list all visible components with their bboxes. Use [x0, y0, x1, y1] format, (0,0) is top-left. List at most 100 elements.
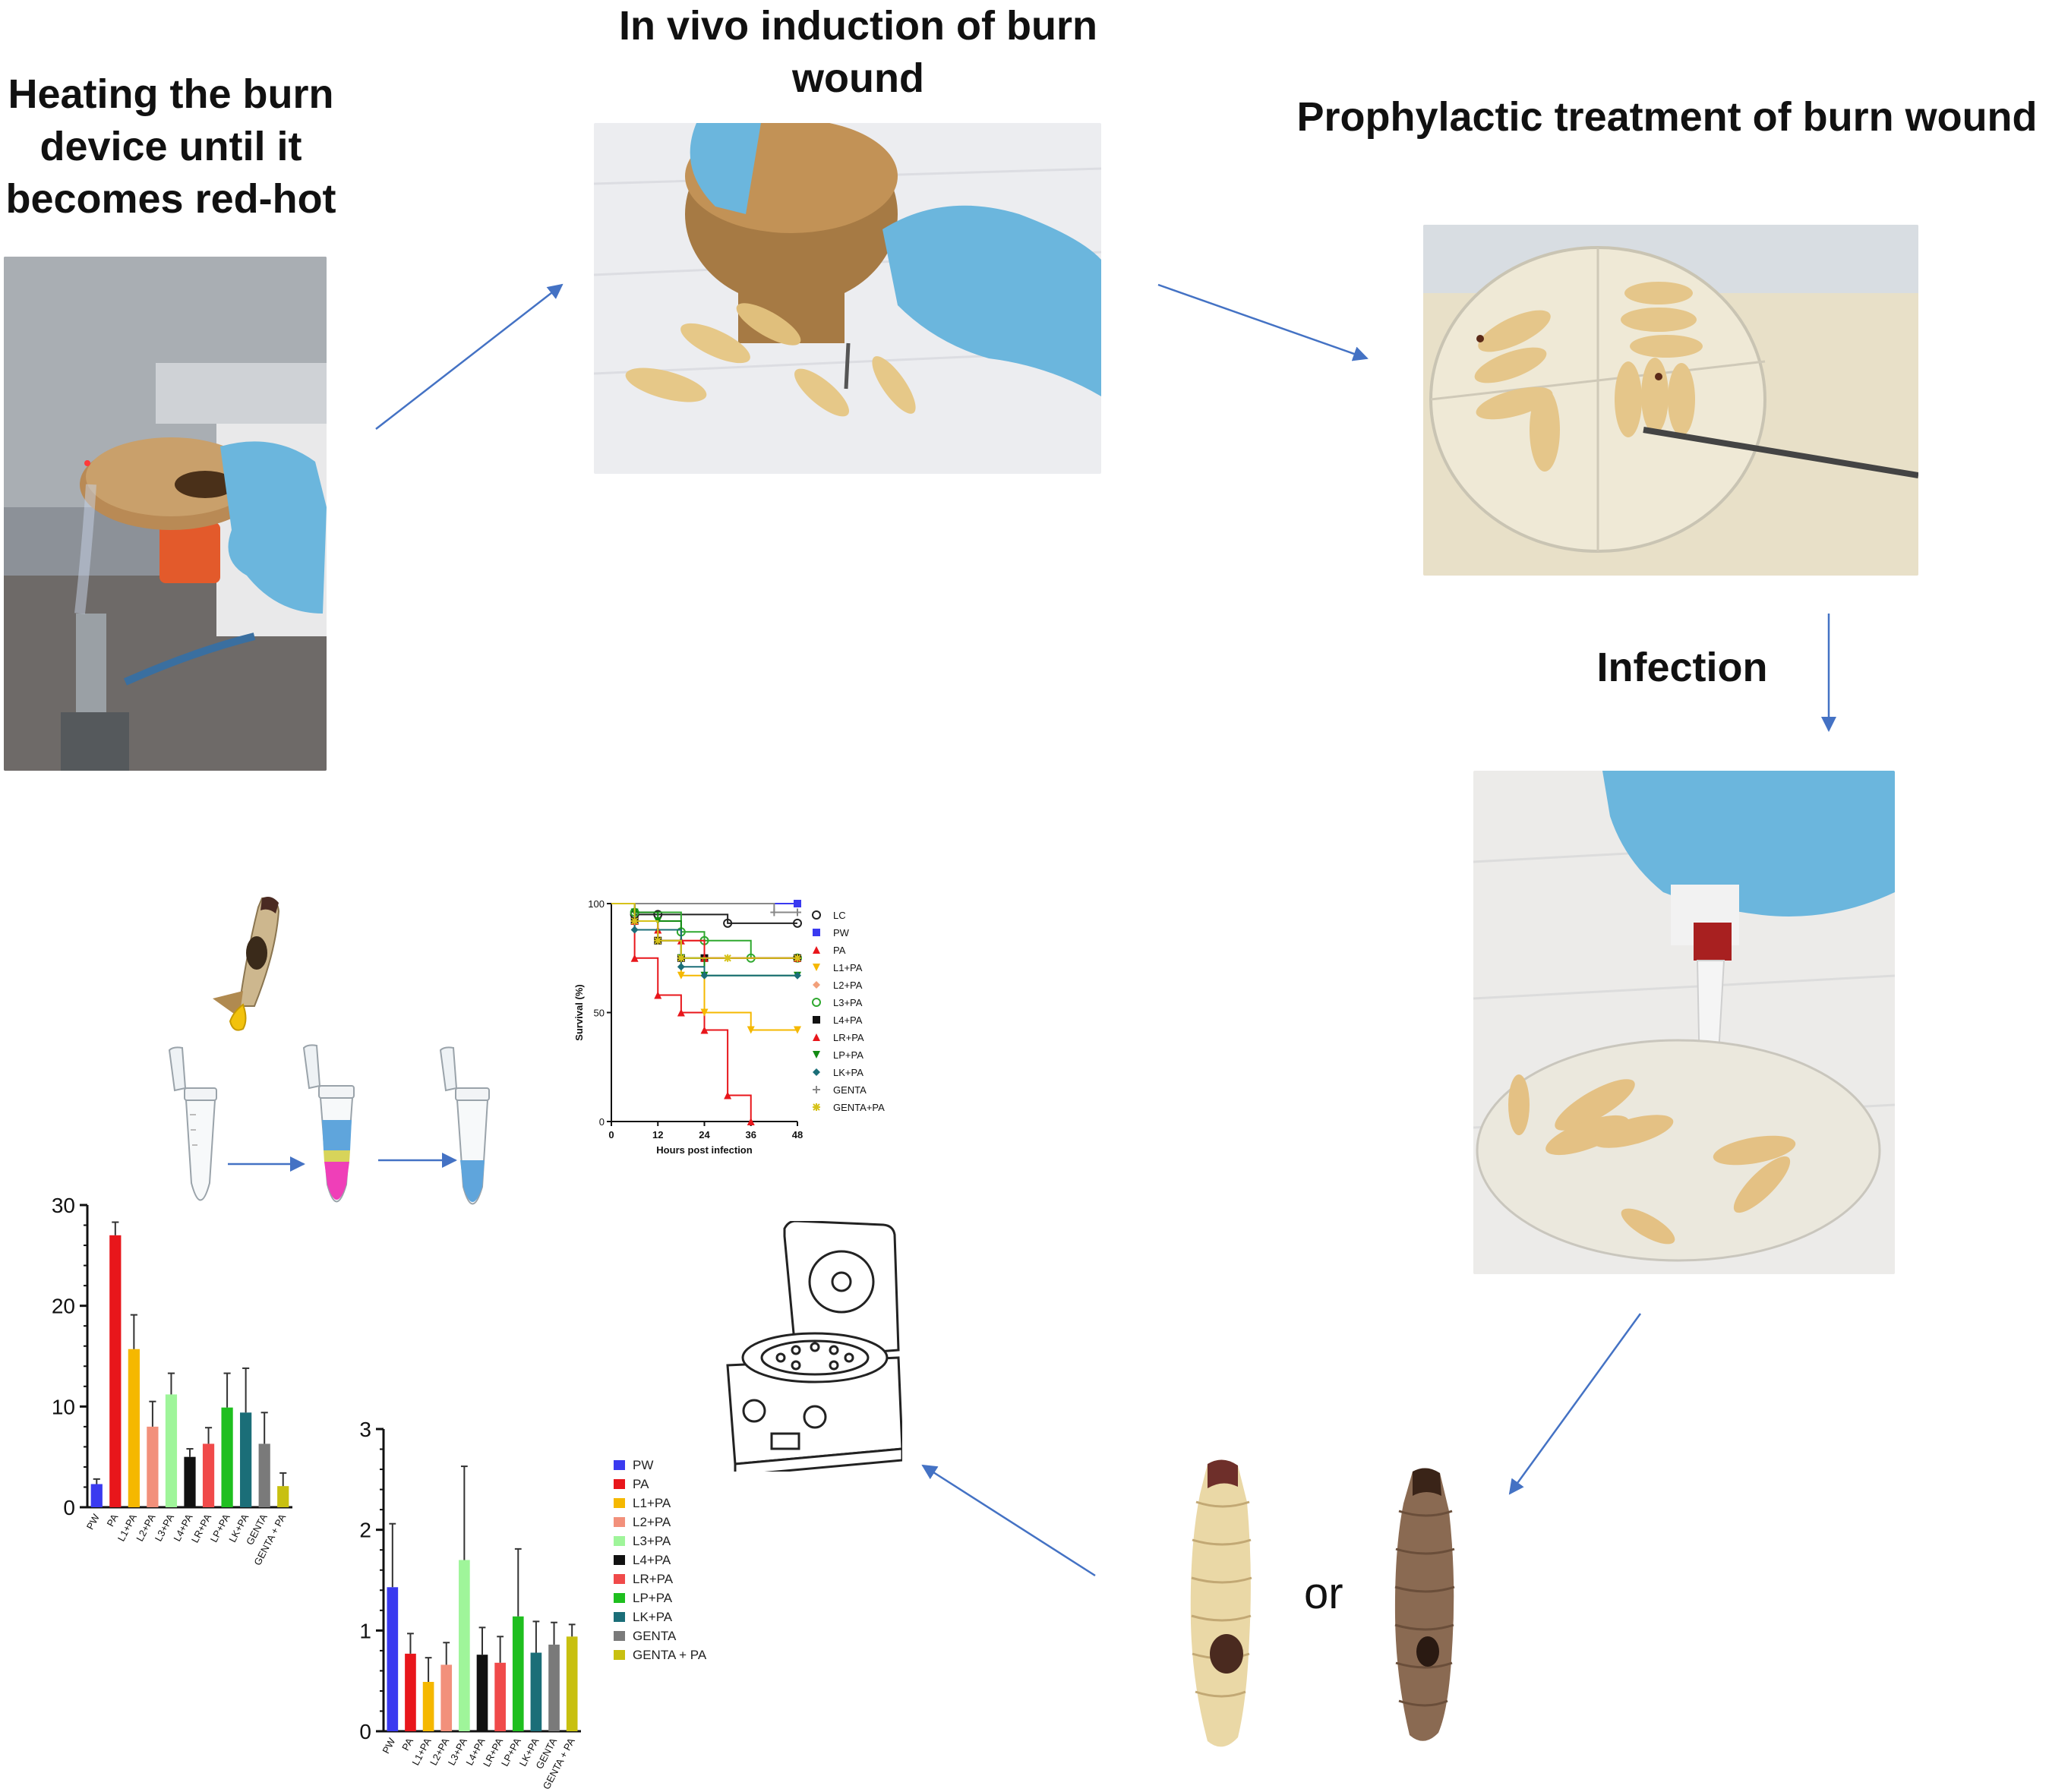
legend-label: GENTA+PA	[833, 1102, 885, 1113]
bar-L3+PA	[459, 1560, 470, 1731]
legend-label: LC	[833, 910, 846, 921]
larva-melanized-image	[1382, 1465, 1466, 1746]
marker	[700, 971, 709, 980]
legend-swatch	[614, 1460, 625, 1470]
legend-swatch	[614, 1517, 625, 1527]
survival-line	[611, 903, 797, 924]
bar-L4+PA	[476, 1655, 488, 1731]
legend-item: PW	[614, 1456, 706, 1475]
x-tick-label: PW	[380, 1736, 397, 1756]
legend-label: PA	[833, 945, 846, 956]
marker	[747, 1026, 755, 1034]
legend-item-L1+PA: L1+PA	[813, 962, 863, 973]
legend-label: L3+PA	[633, 1533, 671, 1548]
legend-item-L3+PA: L3+PA	[812, 997, 863, 1008]
legend-item-L4+PA: L4+PA	[813, 1014, 863, 1026]
legend-label: L2+PA	[633, 1514, 671, 1529]
bar-GENTA	[548, 1644, 560, 1731]
arrow-outcome-to-centrifuge	[921, 1464, 1096, 1577]
marker	[794, 908, 801, 917]
x-tick-label: 24	[699, 1129, 710, 1141]
marker	[813, 1086, 820, 1093]
marker	[677, 954, 685, 962]
marker	[812, 910, 821, 920]
arrow-induction-to-prophylactic	[1157, 283, 1369, 361]
legend-item-LP+PA: LP+PA	[813, 1049, 863, 1061]
step-title-induction: In vivo induction of burn wound	[619, 3, 1097, 102]
bar-LP+PA	[512, 1616, 524, 1731]
marker	[700, 1008, 709, 1017]
legend-item-GENTA: GENTA	[813, 1084, 867, 1096]
bar-PA	[405, 1653, 416, 1731]
legend-item: LP+PA	[614, 1589, 706, 1607]
marker	[813, 964, 820, 971]
legend-label: LR+PA	[833, 1032, 864, 1043]
bar-GENTA + PA	[566, 1636, 578, 1731]
marker	[677, 963, 685, 971]
bar-L4+PA	[184, 1456, 196, 1507]
legend-item: GENTA	[614, 1626, 706, 1645]
legend-item: GENTA + PA	[614, 1645, 706, 1664]
legend-item: PA	[614, 1475, 706, 1494]
marker	[654, 991, 662, 999]
y-tick-label: 50	[594, 1008, 605, 1019]
y-tick-label: 10	[52, 1395, 75, 1418]
survival-line	[611, 903, 797, 913]
legend-label: GENTA + PA	[633, 1647, 707, 1662]
legend-item-GENTA+PA: GENTA+PA	[813, 1102, 885, 1113]
bar-PA	[109, 1235, 122, 1507]
or-label: or	[1304, 1569, 1343, 1618]
marker	[813, 1068, 820, 1076]
legend-item-LC: LC	[812, 910, 846, 921]
photo-heating-burn-device	[4, 257, 327, 771]
bar-PW	[387, 1587, 399, 1731]
legend-label: GENTA	[833, 1084, 867, 1096]
x-axis-label: Hours post infection	[656, 1144, 752, 1156]
marker	[794, 954, 801, 962]
legend-item: L1+PA	[614, 1494, 706, 1513]
y-axis-label: Survival (%)	[573, 984, 585, 1040]
y-tick-label: 20	[52, 1295, 75, 1318]
marker	[723, 918, 733, 928]
marker	[813, 946, 820, 954]
legend-label: L1+PA	[633, 1495, 671, 1510]
legend-label: LK+PA	[833, 1067, 863, 1078]
legend-swatch	[614, 1498, 625, 1508]
marker	[677, 1008, 685, 1017]
tube-layered-icon	[300, 1044, 361, 1219]
legend-label: L4+PA	[633, 1552, 671, 1567]
legend-swatch	[614, 1555, 625, 1565]
legend-item-PW: PW	[813, 927, 850, 939]
y-tick-label: 1	[359, 1619, 371, 1642]
bar-L1+PA	[128, 1349, 140, 1507]
legend-item: LR+PA	[614, 1570, 706, 1589]
legend-label: GENTA	[633, 1628, 677, 1643]
tube-empty-icon	[166, 1046, 223, 1217]
marker	[770, 908, 778, 917]
marker	[747, 1118, 755, 1125]
bar-L3+PA	[165, 1394, 178, 1507]
centrifuge-icon	[720, 1219, 904, 1477]
marker	[813, 981, 820, 989]
arrow-heating-to-induction	[375, 283, 564, 430]
marker	[794, 900, 801, 907]
x-tick-label: PW	[84, 1512, 102, 1532]
legend-label: LR+PA	[633, 1571, 674, 1586]
legend-label: L4+PA	[833, 1014, 863, 1026]
legend-label: L2+PA	[833, 980, 863, 991]
photo-prophylactic-treatment	[1423, 225, 1918, 576]
x-tick-label: PA	[399, 1736, 415, 1753]
series-PA	[611, 903, 755, 1125]
marker	[793, 918, 802, 928]
bar-GENTA	[258, 1443, 270, 1507]
step-title-infection: Infection	[1596, 645, 1768, 690]
marker	[700, 1026, 709, 1034]
y-tick-label: 0	[599, 1116, 605, 1128]
y-tick-label: 100	[588, 898, 605, 910]
y-tick-label: 3	[359, 1418, 371, 1441]
marker	[724, 1091, 732, 1099]
bar-LR+PA	[202, 1443, 215, 1507]
marker	[630, 917, 639, 925]
